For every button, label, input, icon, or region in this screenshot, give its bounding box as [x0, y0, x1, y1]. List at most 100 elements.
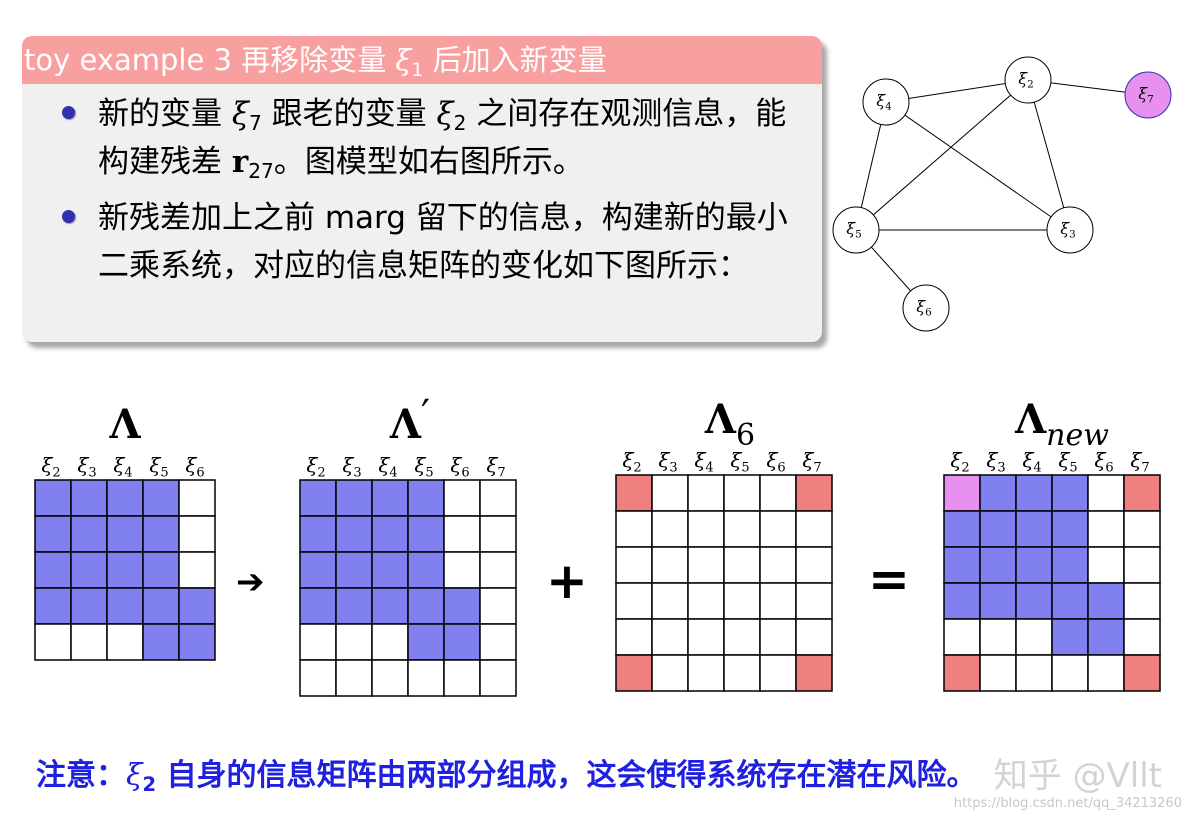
- graph-node-label: ξ5: [846, 219, 861, 241]
- matrix-cell: [299, 587, 337, 625]
- matrix-title: Λ: [108, 401, 141, 448]
- matrix-cell: [1123, 546, 1161, 584]
- matrix-cell: [1123, 654, 1161, 692]
- matrix-cell: [407, 623, 445, 661]
- matrix-cell: [1123, 474, 1161, 512]
- matrix-cell: [34, 479, 72, 517]
- matrix-cell: [795, 618, 833, 656]
- column-label: ξ3: [77, 453, 96, 480]
- matrix-cell: [687, 474, 725, 512]
- matrix-cell: [687, 618, 725, 656]
- matrix-cell: [943, 618, 981, 656]
- column-label: ξ3: [658, 448, 677, 475]
- matrix-cell: [795, 654, 833, 692]
- matrix-cell: [979, 654, 1017, 692]
- bullet-item-1: 新的变量 ξ7 跟老的变量 ξ2 之间存在观测信息，能构建残差 r27。图模型如…: [62, 90, 802, 186]
- matrix-cell: [106, 479, 144, 517]
- matrix-title: Λnew: [1014, 396, 1109, 453]
- column-label: ξ6: [185, 453, 204, 480]
- graph-node: [1004, 56, 1052, 104]
- matrix-cell: [443, 515, 481, 553]
- slide-title: toy example 3 再移除变量 ξ1 后加入新变量: [22, 36, 822, 84]
- matrix-cell: [371, 551, 409, 589]
- matrix-cell: [142, 623, 180, 661]
- source-url: https://blog.csdn.net/qq_34213260: [953, 796, 1182, 811]
- matrix-cell: [407, 587, 445, 625]
- bullet-icon: [62, 106, 75, 119]
- matrix-cell: [723, 474, 761, 512]
- matrix-title: Λ6: [704, 396, 755, 453]
- column-label: ξ4: [1022, 448, 1041, 475]
- matrix-cell: [1087, 582, 1125, 620]
- matrix-cell: [371, 515, 409, 553]
- matrix-cell: [943, 546, 981, 584]
- matrix-cell: [70, 587, 108, 625]
- matrix-cell: [615, 618, 653, 656]
- matrix-cell: [615, 546, 653, 584]
- bullet-item-2: 新残差加上之前 marg 留下的信息，构建新的最小二乘系统，对应的信息矩阵的变化…: [62, 194, 802, 290]
- matrix-cell: [178, 587, 216, 625]
- column-label: ξ5: [730, 448, 749, 475]
- graph-edge: [885, 101, 1071, 231]
- column-label: ξ7: [802, 448, 821, 475]
- matrix-cell: [178, 515, 216, 553]
- matrix-cell: [34, 587, 72, 625]
- graph-node-label: ξ7: [1138, 84, 1153, 106]
- matrix-cell: [443, 551, 481, 589]
- matrix-cell: [335, 479, 373, 517]
- graph-edge: [885, 79, 1029, 103]
- matrix-cell: [479, 587, 517, 625]
- matrix-cell: [443, 479, 481, 517]
- column-label: ξ2: [306, 453, 325, 480]
- equals-sign: =: [868, 550, 910, 608]
- matrix-cell: [615, 510, 653, 548]
- matrix-cell: [299, 623, 337, 661]
- matrix-cell: [979, 618, 1017, 656]
- graph-node-label: ξ3: [1060, 219, 1075, 241]
- matrix-cell: [335, 587, 373, 625]
- matrix-cell: [142, 587, 180, 625]
- column-label: ξ2: [950, 448, 969, 475]
- matrix-cell: [651, 582, 689, 620]
- column-label: ξ6: [1094, 448, 1113, 475]
- column-label: ξ4: [113, 453, 132, 480]
- graph-node-label: ξ4: [876, 91, 892, 113]
- matrix-cell: [34, 515, 72, 553]
- matrix-cell: [371, 479, 409, 517]
- matrix-cell: [106, 515, 144, 553]
- column-label: ξ5: [414, 453, 433, 480]
- matrix-cell: [70, 623, 108, 661]
- matrix-cell: [943, 582, 981, 620]
- matrix-cell: [723, 582, 761, 620]
- matrix-cell: [1123, 582, 1161, 620]
- matrix-cell: [178, 551, 216, 589]
- matrix-cell: [687, 654, 725, 692]
- graph-edge: [855, 79, 1029, 231]
- matrix-cell: [335, 623, 373, 661]
- matrix-cell: [142, 479, 180, 517]
- matrix-cell: [443, 587, 481, 625]
- matrix-cell: [106, 551, 144, 589]
- matrix-cell: [795, 474, 833, 512]
- matrix-cell: [335, 659, 373, 697]
- matrix-cell: [795, 582, 833, 620]
- matrix-cell: [299, 479, 337, 517]
- matrix-cell: [1123, 618, 1161, 656]
- bullet-icon: [62, 210, 75, 223]
- matrix-cell: [335, 515, 373, 553]
- matrix-cell: [70, 479, 108, 517]
- matrix-cell: [1051, 618, 1089, 656]
- matrix-cell: [651, 654, 689, 692]
- matrix-cell: [407, 659, 445, 697]
- column-label: ξ5: [1058, 448, 1077, 475]
- column-label: ξ4: [378, 453, 397, 480]
- matrix-cell: [106, 587, 144, 625]
- matrix-cell: [371, 659, 409, 697]
- matrix-cell: [34, 623, 72, 661]
- matrix-cell: [1051, 546, 1089, 584]
- matrix-cell: [34, 551, 72, 589]
- matrix-cell: [479, 551, 517, 589]
- matrix-cell: [1087, 546, 1125, 584]
- matrix-cell: [479, 515, 517, 553]
